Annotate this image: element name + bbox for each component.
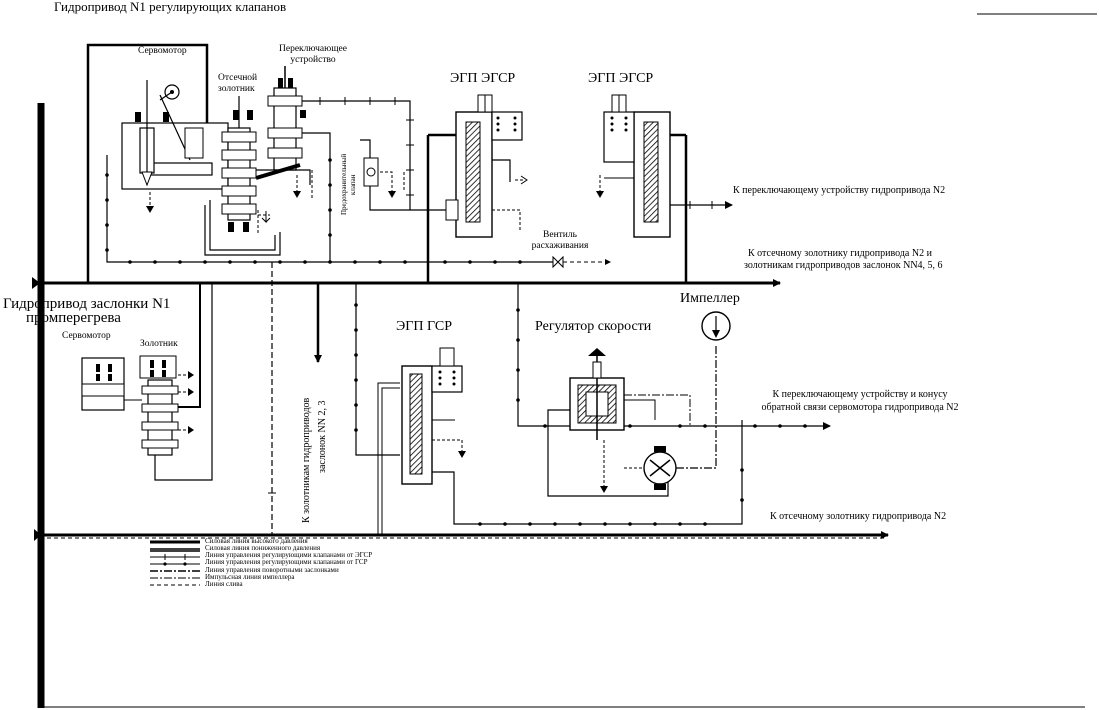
- dest-switch-n2: К переключающему устройству гидропривода…: [733, 185, 946, 196]
- impeller-pump: [643, 446, 677, 490]
- egp-gsr: [401, 347, 466, 485]
- dest-cutoff-n2-dampers-1: К отсечному золотнику гидропривода N2 и: [748, 248, 932, 259]
- egp-gsr-label: ЭГП ГСР: [396, 319, 452, 334]
- servomotor-left-label: Сервомотор: [62, 331, 111, 341]
- egp-egsr-2-label: ЭГП ЭГСР: [588, 71, 654, 86]
- legend-item: Силовая линия высокого давления: [205, 537, 308, 545]
- speed-regulator: [547, 348, 669, 497]
- damper-drive-label-1: Гидропривод заслонки N1: [3, 296, 171, 312]
- legend-item: Импульсная линия импеллера: [205, 573, 295, 581]
- dest-switch-n2-cone-2: обратной связи сервомотора гидропривода …: [761, 402, 959, 413]
- dest-cutoff-n2-dampers-2: золотникам гидроприводов заслонок NN4, 5…: [744, 260, 943, 271]
- servomotor-left: [81, 357, 125, 411]
- egp-egsr-1-label: ЭГП ЭГСР: [450, 71, 516, 86]
- dest-switch-n2-cone-1: К переключающему устройству и конусу: [772, 389, 948, 400]
- egp-egsr-2: [596, 94, 671, 238]
- switching-device-label-1: Переключающее: [279, 44, 347, 54]
- cutoff-spool-label-2: золотник: [218, 84, 255, 94]
- safety-valve: [360, 139, 455, 211]
- safety-valve-label-1: Предохранительный: [340, 153, 348, 215]
- speed-regulator-label: Регулятор скорости: [535, 319, 652, 334]
- impeller-label: Импеллер: [680, 291, 740, 306]
- legend-item: Силовая линия пониженного давления: [205, 544, 321, 552]
- impeller-symbol: [701, 311, 731, 341]
- cutoff-spool: [204, 96, 281, 256]
- page-title: Гидропривод N1 регулирующих клапанов: [54, 0, 287, 14]
- servomotor-top: [121, 80, 229, 213]
- vent-valve-label-2: расхаживания: [531, 241, 589, 251]
- dest-damper-spools-1: К золотникам гидроприводов: [301, 397, 312, 523]
- damper-drive-label-2: промперегрева: [26, 310, 121, 326]
- egp-egsr-1: [445, 94, 528, 238]
- legend-item: Линия слива: [205, 580, 243, 588]
- vent-valve-label-1: Вентиль: [543, 230, 577, 240]
- legend-item: Линия управления поворотными заслонками: [205, 566, 339, 574]
- legend-item: Линия управления регулирующими клапанами…: [205, 551, 373, 559]
- dest-cutoff-n2: К отсечному золотнику гидропривода N2: [770, 511, 947, 522]
- dest-damper-spools-2: заслонок NN 2, 3: [317, 400, 328, 473]
- legend-item: Линия управления регулирующими клапанами…: [205, 558, 368, 566]
- spool-left: [139, 355, 179, 456]
- vent-valve: [552, 255, 564, 269]
- switching-device-label-2: устройство: [290, 55, 336, 65]
- spool-left-label: Золотник: [140, 339, 178, 349]
- servomotor-top-label: Сервомотор: [138, 46, 187, 56]
- cutoff-spool-label-1: Отсечной: [218, 73, 258, 83]
- safety-valve-label-2: клапан: [349, 174, 357, 195]
- legend-samples: [150, 540, 200, 586]
- switching-device: [255, 66, 311, 198]
